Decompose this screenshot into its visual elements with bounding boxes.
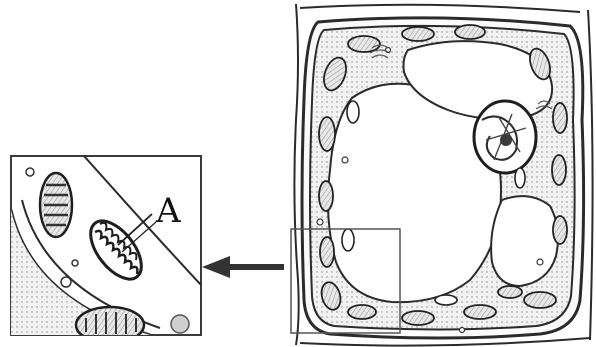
label-a: A [155, 191, 181, 231]
magnified-inset: A [11, 156, 201, 343]
inset-chloroplast [40, 173, 72, 237]
inset-chloroplast-bottom [76, 307, 144, 343]
nucleus [474, 101, 536, 173]
neighbor-cell-wall-top [300, 5, 580, 12]
neighbor-cell-wall [294, 4, 298, 345]
neighbor-cell-wall-right [588, 10, 593, 340]
zoom-arrow [202, 256, 284, 278]
small-vacuole-bottom [491, 196, 558, 286]
inset-vesicle [171, 315, 189, 333]
plant-cell [291, 4, 593, 346]
